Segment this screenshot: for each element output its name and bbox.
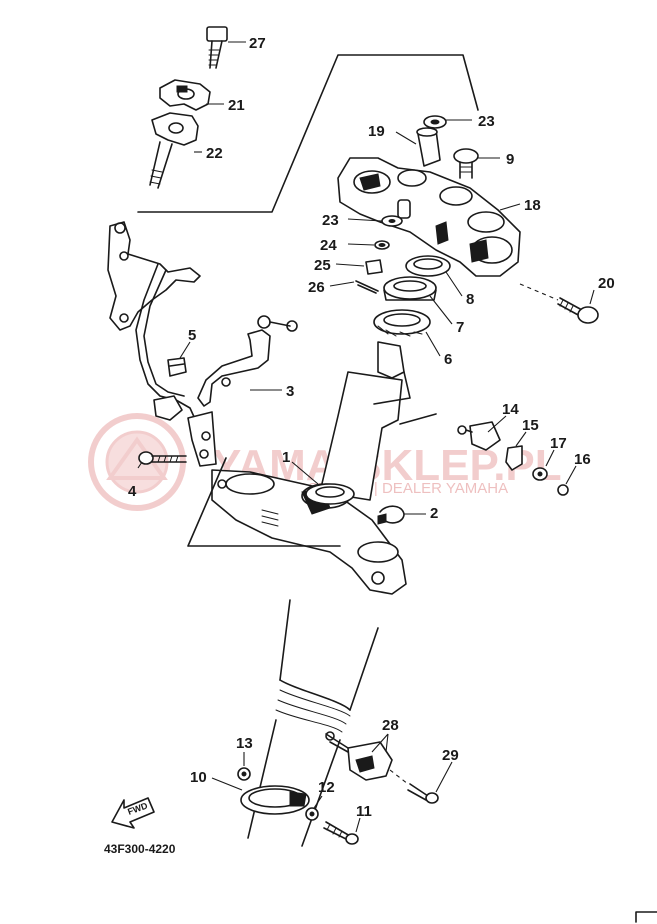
callout-9: 9: [506, 151, 514, 168]
assembly-outline-upper: [137, 54, 479, 213]
bolt-29-icon: [407, 783, 439, 804]
bolt-20-icon: [557, 297, 599, 324]
cap-15-icon: [505, 445, 523, 471]
bolt-4-icon: [138, 451, 187, 465]
fork-boot-icon: [247, 599, 379, 847]
nut-12-icon: [305, 807, 319, 821]
nut-13-icon: [237, 767, 251, 781]
upper-bracket-icon: [337, 157, 521, 277]
bearing-1-icon: [305, 483, 355, 505]
washer-17-icon: [532, 467, 548, 481]
nut-16-icon: [557, 484, 569, 496]
callout-15: 15: [522, 417, 539, 434]
washer-23-lower-icon: [381, 215, 403, 227]
callout-4: 4: [128, 483, 137, 500]
callout-3: 3: [286, 383, 294, 400]
washer-25-icon: [365, 259, 383, 275]
bearing-6-icon: [373, 309, 431, 337]
catalog-code: 43F300-4220: [104, 842, 176, 856]
clamp-10-icon: [240, 785, 310, 815]
bolt-29-dash-guide: [389, 769, 409, 785]
callout-1: 1: [282, 449, 290, 466]
callout-21: 21: [228, 97, 245, 114]
ring-nut-8-icon: [405, 255, 451, 277]
callout-14: 14: [502, 401, 519, 418]
callout-5: 5: [188, 327, 196, 344]
corner-mark: [635, 911, 657, 923]
bearing-cover-7-icon: [383, 276, 437, 301]
callout-28: 28: [382, 717, 399, 734]
hose-clamp-2-icon: [377, 505, 405, 525]
callout-23-top: 23: [478, 113, 495, 130]
mount-block-icon: [153, 395, 217, 467]
forward-arrow-icon: FWD: [111, 797, 155, 829]
callout-29: 29: [442, 747, 459, 764]
steering-nut-9-icon: [453, 148, 479, 179]
switch-14-icon: [457, 421, 501, 451]
bolt-11-icon: [323, 821, 359, 845]
pin-26-icon: [355, 280, 379, 294]
callout-18: 18: [524, 197, 541, 214]
callout-12: 12: [318, 779, 335, 796]
callout-8: 8: [466, 291, 474, 308]
callout-20: 20: [598, 275, 615, 292]
callout-25: 25: [314, 257, 331, 274]
washer-23-top-icon: [423, 115, 447, 129]
callout-19: 19: [368, 123, 385, 140]
callout-7: 7: [456, 319, 464, 336]
bracket-28-icon: [325, 731, 393, 781]
callout-26: 26: [308, 279, 325, 296]
callout-16: 16: [574, 451, 591, 468]
assembly-outline-lower: [187, 413, 437, 547]
callout-17: 17: [550, 435, 567, 452]
callout-23-lower: 23: [322, 212, 339, 229]
callout-10: 10: [190, 769, 207, 786]
handlebar-holder-group: [149, 26, 228, 189]
collar-19-icon: [416, 127, 441, 167]
steering-stem-icon: [319, 341, 411, 501]
bolt-27-icon: [206, 26, 228, 69]
callout-6: 6: [444, 351, 452, 368]
callout-22: 22: [206, 145, 223, 162]
bracket-3-icon: [197, 315, 298, 407]
handlebar-holder-lower-icon: [149, 112, 199, 189]
callouts: 27 21 22 19 23 9 18 23 24 25 26 8 7 6 20…: [128, 35, 615, 820]
callout-2: 2: [430, 505, 438, 522]
nut-24-icon: [374, 240, 390, 250]
clip-5-icon: [167, 357, 187, 377]
callout-11: 11: [356, 803, 372, 820]
callout-13: 13: [236, 735, 253, 752]
leader-lines: [137, 41, 595, 833]
handlebar-holder-upper-icon: [159, 79, 211, 111]
bolt-20-dash-guide: [519, 283, 559, 301]
callout-27: 27: [249, 35, 266, 52]
callout-24: 24: [320, 237, 337, 254]
